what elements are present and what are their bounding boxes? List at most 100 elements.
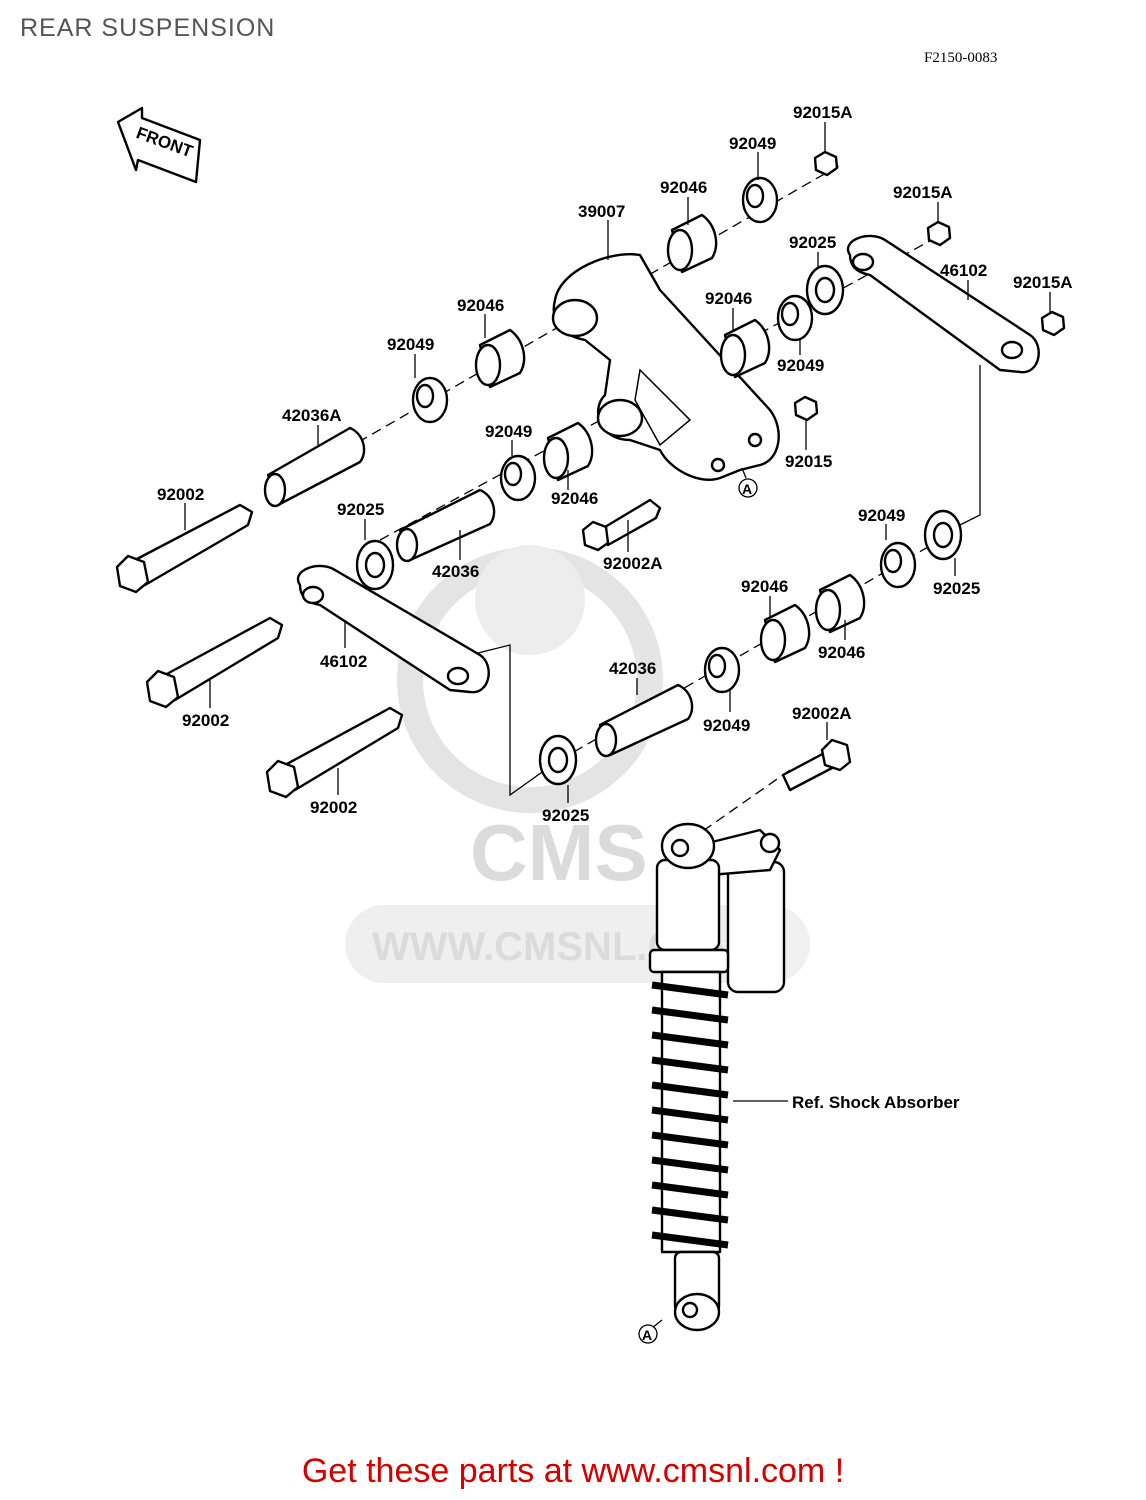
drawing-code: F2150-0083: [924, 50, 998, 66]
label-92049-right-low: 92049: [858, 506, 905, 525]
rocker-arm-hole-b: [747, 432, 763, 448]
tie-rod-right-eye-a: [851, 252, 875, 272]
bearing-92046-top-end: [666, 228, 694, 272]
tie-rod-46102-left: [296, 564, 490, 694]
nut-92015A-right: [926, 220, 952, 247]
label-92046-mid-right: 92046: [705, 289, 752, 308]
tie-rod-left-eye-a: [301, 585, 325, 605]
marker-a-bottom-circle: [638, 1324, 658, 1344]
seal-92049-left-bore: [415, 383, 435, 409]
shock-spring: [651, 970, 729, 1254]
rocker-arm-rib: [634, 368, 692, 447]
tie-rod-right-body: [846, 234, 1040, 374]
bearing-92046-low-b-end: [814, 588, 842, 632]
tie-rod-left-eye-b: [446, 666, 470, 686]
seal-92049-mid-right-bore: [780, 301, 800, 327]
tie-rod-right-eye-b: [1000, 340, 1024, 360]
label-92002-top: 92002: [157, 485, 204, 504]
front-arrow-shape: [116, 106, 202, 184]
collar-42036-center: [598, 683, 694, 757]
label-92025-left: 92025: [337, 500, 384, 519]
marker-a-top: A: [742, 481, 752, 497]
label-46102-left: 46102: [320, 652, 367, 671]
label-92002A-low: 92002A: [792, 704, 852, 723]
bolt-92002-mid-head: [145, 669, 180, 709]
bearing-92046-low-a-end: [759, 618, 787, 662]
footer-cta-link[interactable]: Get these parts at www.cmsnl.com !: [301, 1452, 845, 1490]
bolt-92002-mid-shank: [163, 616, 284, 702]
washer-92025-right-bore: [814, 276, 836, 304]
seal-92049-center-bore: [503, 461, 523, 487]
bolt-92002A-center-head: [581, 520, 610, 552]
tie-rod-46102-right: [846, 234, 1040, 374]
callout-leaders: [184, 122, 1051, 1329]
shock-spring-coils: [651, 981, 729, 1249]
nut-92015A-far: [1040, 310, 1066, 337]
link-connector-left: [469, 644, 546, 797]
label-92046-center: 92046: [551, 489, 598, 508]
collar-42036-center-end: [594, 722, 618, 758]
bolt-92002A-center-shank: [598, 498, 662, 547]
seals-and-washers: [355, 176, 963, 786]
bolt-92002-top-shank: [133, 503, 254, 587]
label-92025-low: 92025: [542, 806, 589, 825]
seal-92049-top-bore: [745, 183, 765, 209]
label-92015A-right: 92015A: [893, 183, 953, 202]
seal-92049-low-bore: [707, 653, 727, 679]
washer-92025-low-bore: [547, 746, 569, 774]
shock-spring-collar: [648, 948, 730, 974]
label-92049-center: 92049: [485, 422, 532, 441]
front-arrow: FRONT: [116, 106, 202, 184]
label-42036-center: 42036: [609, 659, 656, 678]
label-92049-low: 92049: [703, 716, 750, 735]
label-46102-right: 46102: [940, 261, 987, 280]
rocker-arm-upper-bore: [551, 298, 599, 338]
bolt-92002-low-shank: [283, 706, 404, 792]
rocker-arm-lower-bore: [596, 398, 644, 438]
nut-92015: [793, 395, 819, 422]
exploded-parts-diagram: CMS WWW.CMSNL.COM FRONT: [115, 103, 1073, 1344]
collar-42036A: [266, 426, 366, 507]
label-42036-left: 42036: [432, 562, 479, 581]
bolt-92002A-low-head: [820, 738, 852, 772]
watermark-logo-text: CMS: [470, 808, 648, 897]
nut-92015A-top: [813, 150, 839, 177]
nuts: [793, 150, 1066, 422]
shock-reservoir: [726, 860, 786, 994]
shock-lower-eye-bore: [681, 1301, 699, 1319]
page-title: REAR SUSPENSION: [20, 14, 276, 42]
label-92046-top: 92046: [660, 178, 707, 197]
label-92002A-center: 92002A: [603, 554, 663, 573]
collar-42036-left-end: [395, 527, 419, 563]
washer-92025-right-low-bore: [932, 521, 954, 549]
washer-92025-left-bore: [364, 551, 386, 579]
axis-line-shock: [689, 769, 791, 841]
label-39007: 39007: [578, 202, 625, 221]
watermark-logo-head: [475, 545, 585, 655]
label-92046-left: 92046: [457, 296, 504, 315]
collar-42036-left: [398, 488, 496, 562]
label-92046-low-a: 92046: [741, 577, 788, 596]
collar-42036A-end: [263, 472, 287, 508]
label-92025-right-low: 92025: [933, 579, 980, 598]
bolt-92002-low-head: [265, 759, 300, 799]
bolts: [115, 498, 852, 799]
label-92002-mid: 92002: [182, 711, 229, 730]
link-connector-right: [949, 365, 981, 531]
leader-marker-a-top: [741, 467, 747, 479]
label-92015A-top: 92015A: [793, 103, 853, 122]
shock-upper-eye-bore: [670, 838, 690, 858]
bearing-92046-mid-right-end: [719, 333, 747, 377]
label-92046-low-b: 92046: [818, 643, 865, 662]
seal-92049-right-low-bore: [883, 548, 903, 574]
label-92049-mid-right: 92049: [777, 356, 824, 375]
shock-reservoir-cap: [759, 832, 781, 854]
shock-body-upper: [655, 858, 721, 952]
marker-a-bottom: A: [642, 1327, 652, 1343]
collars: [263, 426, 694, 758]
rocker-arm-hole-a: [710, 457, 726, 473]
watermark: CMS WWW.CMSNL.COM: [345, 545, 810, 983]
label-92002-low: 92002: [310, 798, 357, 817]
bearing-92046-left-end: [474, 343, 502, 387]
